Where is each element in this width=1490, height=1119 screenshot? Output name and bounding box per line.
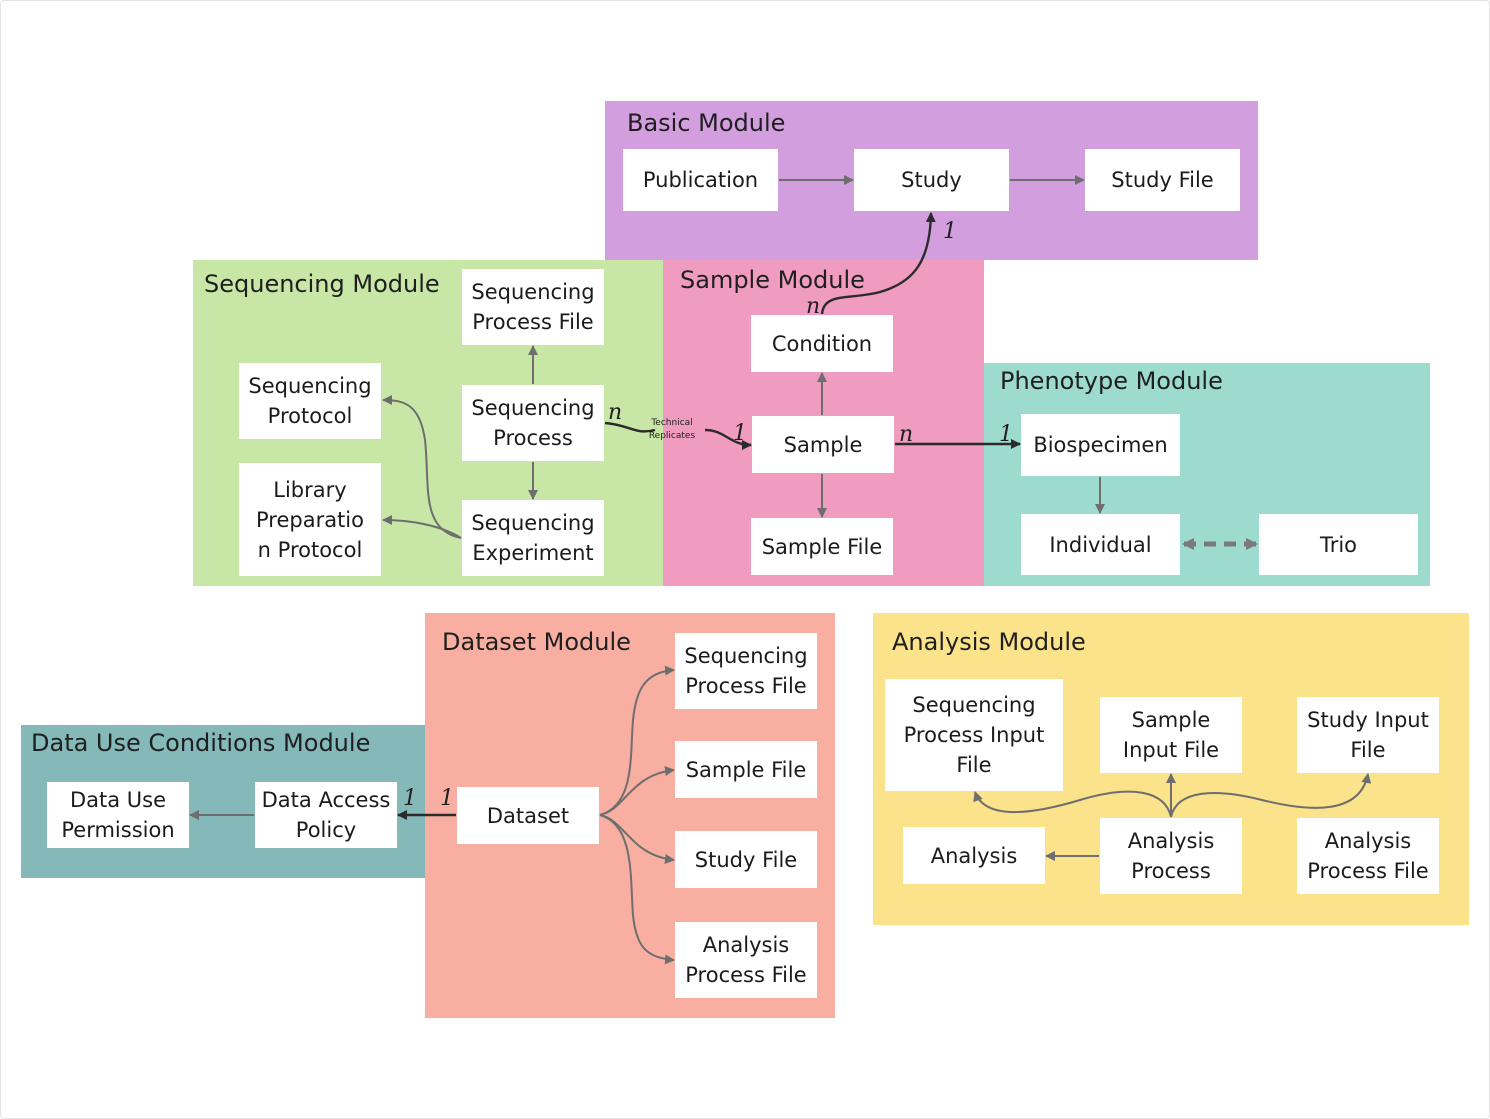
sequencing-module-title: Sequencing Module [204,270,440,298]
biospecimen-node: Biospecimen [1021,414,1180,476]
sequencing-process-file-node: Sequencing Process File [462,269,604,345]
arrow-dataset-analysisprocessfile [599,814,675,965]
analysis-process-file-node: Analysis Process File [1297,818,1439,894]
cardinality-policy-1: 1 [403,786,417,811]
cardinality-sample-1: 1 [733,421,747,446]
technical-replicates-label-2: Replicates [649,431,696,441]
sample-node: Sample [752,416,894,473]
dataset-analysis-process-file-node: Analysis Process File [675,922,817,998]
analysis-process-node: Analysis Process [1100,818,1242,894]
analysis-module-title: Analysis Module [892,628,1086,656]
cardinality-dataset-1: 1 [440,786,454,811]
dataset-study-file-node: Study File [675,831,817,888]
dataset-node: Dataset [457,787,599,844]
arrow-condition-study [820,212,936,315]
sample-module-title: Sample Module [680,266,865,294]
study-file-node: Study File [1085,149,1240,211]
analysis-node: Analysis [903,827,1045,884]
phenotype-module-title: Phenotype Module [1000,367,1223,395]
arrow-dataset-seqprocessfile [599,665,675,816]
trio-node: Trio [1259,514,1418,575]
sequencing-experiment-node: Sequencing Experiment [462,500,604,576]
basic-module-title: Basic Module [627,109,786,137]
publication-node: Publication [623,149,778,211]
library-preparation-protocol-node: Library Preparatio n Protocol [239,463,381,576]
dataset-sequencing-process-file-node: Sequencing Process File [675,633,817,709]
individual-node: Individual [1021,514,1180,575]
data-use-conditions-module-title: Data Use Conditions Module [31,729,371,757]
cardinality-sample-n: n [899,422,913,447]
sample-file-node: Sample File [751,518,893,575]
arrow-analysisprocess-seqinput [973,790,1172,818]
condition-node: Condition [751,315,893,372]
arrow-seqprocess-sample [604,421,751,445]
dataset-sample-file-node: Sample File [675,741,817,798]
sequencing-process-node: Sequencing Process [462,385,604,461]
study-input-file-node: Study Input File [1297,697,1439,773]
sample-input-file-node: Sample Input File [1100,697,1242,773]
sequencing-protocol-node: Sequencing Protocol [239,363,381,439]
cardinality-biospecimen-1: 1 [999,422,1013,447]
sequencing-process-input-file-node: Sequencing Process Input File [885,679,1063,791]
arrow-seqexperiment-libraryprep [382,515,462,539]
data-access-policy-node: Data Access Policy [255,782,397,848]
study-node: Study [854,149,1009,211]
dataset-module-title: Dataset Module [442,628,631,656]
arrow-analysisprocess-studyinput [1170,773,1372,818]
cardinality-study-1: 1 [943,219,957,244]
cardinality-condition-n: n [806,294,820,319]
data-use-permission-node: Data Use Permission [47,782,189,848]
arrow-seqexperiment-protocol [382,395,462,539]
arrow-dataset-samplefile [599,766,675,816]
cardinality-seqprocess-n: n [608,400,622,425]
technical-replicates-label-1: Technical [650,418,692,428]
